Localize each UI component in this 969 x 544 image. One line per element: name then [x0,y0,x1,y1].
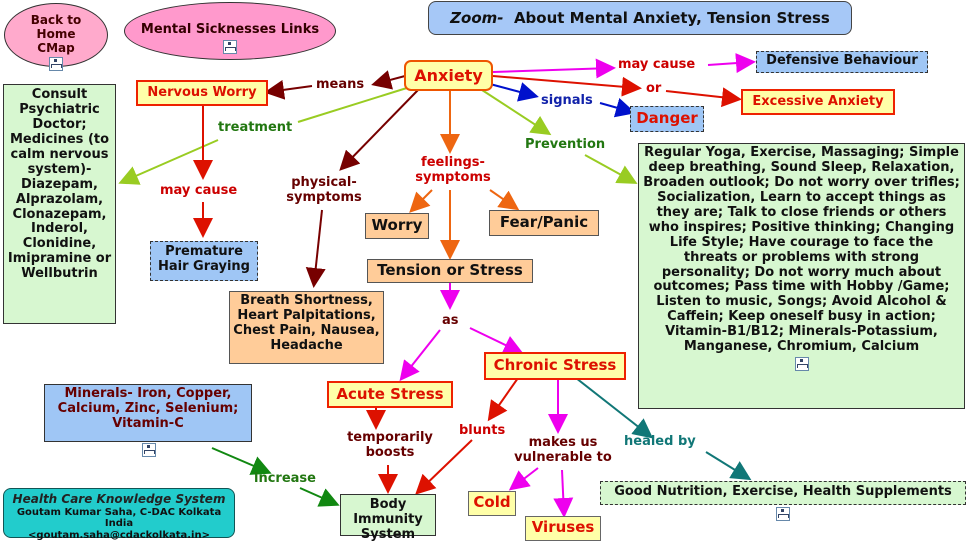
node-tension-stress[interactable]: Tension or Stress [367,259,533,283]
link-healed-by: healed by [624,434,696,449]
footer-author: Goutam Kumar Saha, C-DAC Kolkata India [16,506,222,530]
node-excessive-anxiety[interactable]: Excessive Anxiety [741,89,895,115]
link-feelings-symptoms: feelings-symptoms [415,155,491,185]
back-home-label: Back to Home CMap [30,13,82,55]
link-treatment: treatment [218,120,293,135]
node-worry[interactable]: Worry [365,213,429,239]
mental-sicknesses-links-button[interactable]: Mental Sicknesses Links [124,2,336,60]
link-prevention: Prevention [525,137,606,152]
node-viruses[interactable]: Viruses [525,516,601,541]
node-premature-hair-graying[interactable]: Premature Hair Graying [150,241,258,281]
node-consult-doctor[interactable]: Consult Psychiatric Doctor; Medicines (t… [3,84,116,324]
node-danger[interactable]: Danger [630,106,704,132]
cmap-link-icon[interactable] [142,443,156,457]
link-may-cause-left: may cause [160,183,238,198]
link-as: as [442,313,459,328]
cmap-link-icon[interactable] [776,507,790,521]
footer-email: <goutam.saha@cdackolkata.in> [28,529,210,541]
cmap-link-icon[interactable] [794,357,809,372]
back-home-button[interactable]: Back to Home CMap [4,3,108,72]
link-blunts: blunts [459,423,506,438]
link-vulnerable: makes us vulnerable to [514,435,612,465]
mental-links-label: Mental Sicknesses Links [140,22,320,37]
title-text: About Mental Anxiety, Tension Stress [513,9,830,27]
link-or: or [646,81,662,96]
cmap-link-icon[interactable] [223,39,237,54]
node-prevention-list[interactable]: Regular Yoga, Exercise, Massaging; Simpl… [638,143,965,409]
node-chronic-stress[interactable]: Chronic Stress [484,352,626,380]
node-minerals[interactable]: Minerals- Iron, Copper, Calcium, Zinc, S… [44,384,252,442]
node-body-immunity[interactable]: Body Immunity System [340,494,436,542]
prevention-text: Regular Yoga, Exercise, Massaging; Simpl… [643,145,960,355]
link-temporarily-boosts: temporarily boosts [347,430,433,460]
page-title: Zoom- About Mental Anxiety, Tension Stre… [428,1,852,35]
link-physical-symptoms: physical-symptoms [286,175,362,205]
link-may-cause-top: may cause [618,57,696,72]
footer-credit: Health Care Knowledge System Goutam Kuma… [3,488,235,541]
node-fear-panic[interactable]: Fear/Panic [489,210,599,236]
link-increase: increase [254,471,316,486]
link-signals: signals [541,93,593,108]
node-good-nutrition[interactable]: Good Nutrition, Exercise, Health Supplem… [600,481,966,505]
node-acute-stress[interactable]: Acute Stress [327,381,453,408]
footer-system: Health Care Knowledge System [12,492,226,506]
title-prefix: Zoom- [450,9,504,27]
node-anxiety[interactable]: Anxiety [404,60,493,91]
node-cold[interactable]: Cold [468,491,516,516]
node-physical-symptoms-list[interactable]: Breath Shortness, Heart Palpitations, Ch… [229,291,384,364]
link-means: means [316,77,365,92]
node-nervous-worry[interactable]: Nervous Worry [136,80,268,106]
node-defensive-behaviour[interactable]: Defensive Behaviour [756,51,928,73]
cmap-link-icon[interactable] [49,57,63,72]
